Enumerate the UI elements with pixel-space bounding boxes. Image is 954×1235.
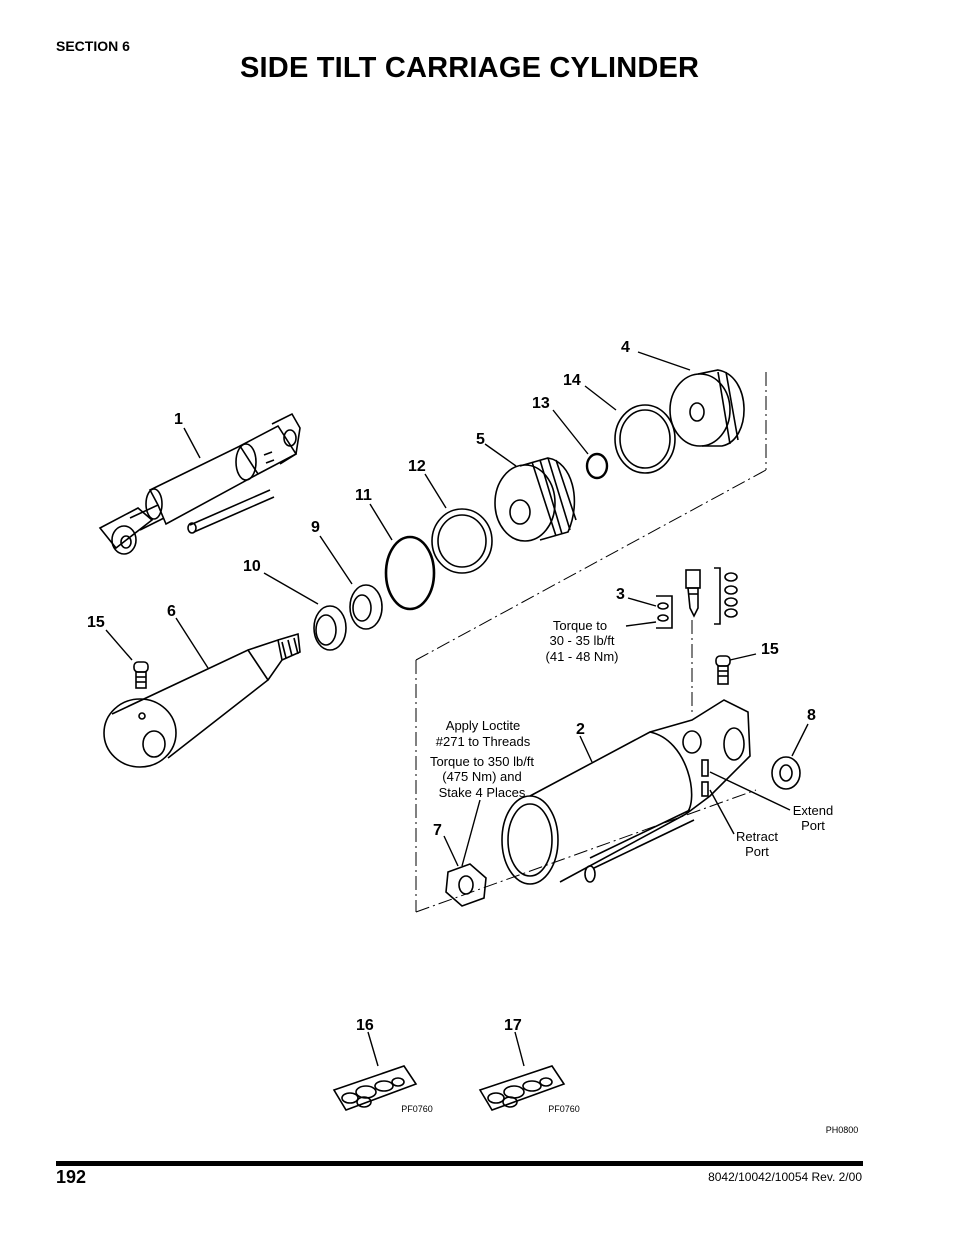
section-label: SECTION 6 — [56, 38, 130, 54]
part-12-backup-ring — [431, 508, 493, 574]
callout-6: 6 — [167, 603, 176, 620]
note-torque-fitting-1: Torque to — [553, 618, 607, 633]
callout-15-right: 15 — [761, 641, 779, 658]
note-torque-fitting-3: (41 - 48 Nm) — [546, 649, 619, 664]
revision-label: 8042/10042/10054 Rev. 2/00 — [708, 1170, 862, 1184]
note-loctite-1: Apply Loctite — [446, 718, 520, 733]
part-9-rod-seal — [349, 584, 383, 630]
callout-12: 12 — [408, 458, 426, 475]
part-16-seal-kit — [332, 1065, 418, 1111]
part-14-backup-ring — [614, 404, 676, 474]
callout-17: 17 — [504, 1017, 522, 1034]
part-4-piston — [669, 369, 745, 447]
page-title: SIDE TILT CARRIAGE CYLINDER — [240, 52, 700, 84]
note-retract-port-2: Port — [745, 844, 769, 859]
assembly-boundary — [415, 372, 767, 913]
note-torque-fitting-2: 30 - 35 lb/ft — [549, 633, 614, 648]
callout-3: 3 — [616, 586, 625, 603]
part-6-piston-rod — [103, 632, 301, 768]
callout-14: 14 — [563, 372, 581, 389]
note-retract-port-1: Retract — [736, 829, 778, 844]
callouts: 1 2 3 4 5 6 7 8 9 10 11 12 13 14 15 15 1… — [87, 339, 816, 1034]
part-11-o-ring — [384, 535, 436, 611]
callout-4: 4 — [621, 339, 630, 356]
note-extend-port-1: Extend — [793, 803, 833, 818]
callout-2: 2 — [576, 721, 585, 738]
leader-lines — [105, 351, 809, 1067]
callout-8: 8 — [807, 707, 816, 724]
callout-11: 11 — [355, 487, 372, 504]
part-1-cylinder-assembly — [98, 412, 301, 555]
note-torque-nut-1: Torque to 350 lb/ft — [430, 754, 534, 769]
callout-15-left: 15 — [87, 614, 105, 631]
callout-13: 13 — [532, 395, 550, 412]
part-2-cylinder-barrel — [501, 699, 751, 885]
part-10-wiper-seal — [313, 605, 347, 651]
callout-9: 9 — [311, 519, 320, 536]
kit-code-17: PF0760 — [548, 1104, 580, 1114]
note-torque-nut-3: Stake 4 Places — [439, 785, 526, 800]
part-8-bushing — [771, 756, 801, 790]
callout-7: 7 — [433, 822, 442, 839]
note-loctite-2: #271 to Threads — [436, 734, 531, 749]
note-torque-nut-2: (475 Nm) and — [442, 769, 521, 784]
part-3-fitting — [656, 567, 738, 629]
callout-5: 5 — [476, 431, 485, 448]
page-number: 192 — [56, 1167, 87, 1187]
footer-divider — [56, 1161, 863, 1166]
note-extend-port-2: Port — [801, 818, 825, 833]
annotation-notes: Torque to 30 - 35 lb/ft (41 - 48 Nm) App… — [401, 618, 858, 1135]
part-5-gland — [494, 457, 577, 542]
callout-16: 16 — [356, 1017, 374, 1034]
part-13-o-ring — [585, 452, 609, 480]
part-17-seal-kit — [478, 1065, 566, 1111]
callout-10: 10 — [243, 558, 261, 575]
part-15-grease-fitting-left — [133, 661, 149, 689]
callout-1: 1 — [174, 411, 183, 428]
part-15-grease-fitting-right — [715, 655, 731, 685]
figure-code: PH0800 — [826, 1125, 859, 1135]
kit-code-16: PF0760 — [401, 1104, 433, 1114]
part-7-nut — [445, 863, 487, 907]
